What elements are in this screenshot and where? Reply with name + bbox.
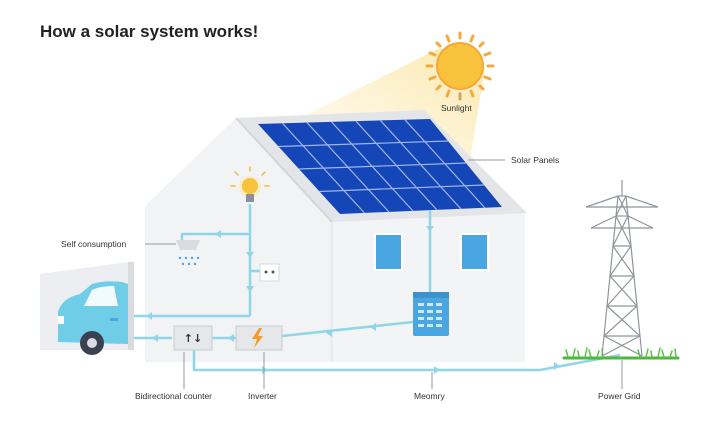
- car: [58, 281, 128, 355]
- inverter: [235, 325, 283, 351]
- label-leaders: [183, 352, 623, 389]
- window-left: [374, 233, 403, 271]
- self-consumption-label: Self consumption: [61, 239, 127, 249]
- counter-arrows-icon: ↑↓: [184, 332, 202, 345]
- memory-battery: [413, 292, 449, 336]
- grass: [562, 347, 680, 360]
- inverter-label: Inverter: [248, 391, 277, 401]
- power-socket-icon: [259, 263, 280, 282]
- power-tower: [585, 180, 659, 357]
- bidirectional-counter-label: Bidirectional counter: [135, 391, 213, 401]
- page-title: How a solar system works!: [40, 22, 259, 41]
- power-grid-label: Power Grid: [598, 391, 641, 401]
- window-right: [460, 233, 489, 271]
- solar-panels: [258, 119, 502, 214]
- bidirectional-counter: [173, 325, 213, 351]
- shower-head-icon: [176, 240, 200, 266]
- solar-panels-label: Solar Panels: [511, 155, 560, 165]
- light-bulb-icon: [230, 166, 270, 202]
- lightning-icon: [252, 328, 263, 348]
- memory-label: Meomry: [414, 391, 445, 401]
- sunlight-label: Sunlight: [441, 103, 472, 113]
- sun-icon: [425, 31, 495, 101]
